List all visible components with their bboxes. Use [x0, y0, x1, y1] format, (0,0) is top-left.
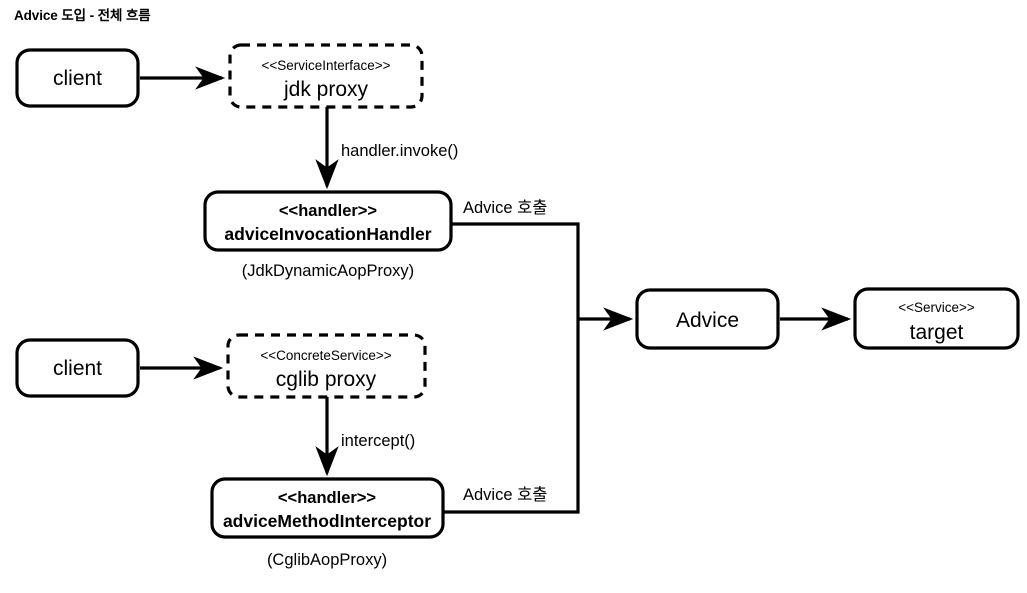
node-advice-method-interceptor[interactable]: <<handler>> adviceMethodInterceptor (Cgl… — [210, 477, 445, 569]
intercept-label: intercept() — [341, 432, 415, 450]
client-bottom-box[interactable] — [15, 338, 140, 398]
cglib-proxy-stereotype: <<ConcreteService>> — [260, 348, 391, 363]
advice-invocation-handler-box[interactable] — [203, 190, 453, 252]
advice-call-top-path — [451, 222, 580, 319]
client-top-box[interactable] — [15, 48, 140, 108]
node-target[interactable]: <<Service>> target — [853, 287, 1020, 350]
advice-method-interceptor-caption: (CglibAopProxy) — [267, 551, 387, 569]
advice-method-interceptor-box[interactable] — [210, 477, 445, 539]
advice-label: Advice — [676, 309, 739, 332]
advice-call-bottom-label: Advice 호출 — [463, 485, 547, 504]
jdk-proxy-label: jdk proxy — [283, 78, 369, 101]
jdk-proxy-stereotype: <<ServiceInterface>> — [261, 58, 390, 73]
cglib-proxy-label: cglib proxy — [276, 368, 377, 391]
client-top-label: client — [53, 67, 102, 90]
advice-method-interceptor-stereotype: <<handler>> — [278, 489, 376, 507]
target-box[interactable] — [853, 287, 1020, 350]
edge-handler-to-advice-top: Advice 호출 — [451, 198, 580, 319]
node-client-bottom[interactable]: client — [15, 338, 140, 398]
node-client-top[interactable]: client — [15, 48, 140, 108]
page-title: Advice 도입 - 전체 흐름 — [14, 8, 151, 23]
advice-call-top-label: Advice 호출 — [463, 198, 547, 217]
jdk-proxy-box[interactable] — [228, 43, 424, 109]
advice-invocation-handler-label: adviceInvocationHandler — [224, 224, 431, 244]
advice-method-interceptor-label: adviceMethodInterceptor — [223, 511, 431, 531]
handler-invoke-label: handler.invoke() — [341, 142, 458, 160]
edge-cglib-proxy-to-interceptor: intercept() — [315, 397, 415, 477]
advice-invocation-handler-caption: (JdkDynamicAopProxy) — [242, 262, 414, 280]
advice-invocation-handler-stereotype: <<handler>> — [279, 202, 377, 220]
target-stereotype: <<Service>> — [898, 300, 975, 315]
advice-call-bottom-path — [443, 319, 580, 514]
node-cglib-proxy[interactable]: <<ConcreteService>> cglib proxy — [226, 333, 427, 399]
target-label: target — [910, 321, 964, 344]
node-advice[interactable]: Advice — [635, 288, 780, 350]
node-advice-invocation-handler[interactable]: <<handler>> adviceInvocationHandler (Jdk… — [203, 190, 453, 280]
node-jdk-proxy[interactable]: <<ServiceInterface>> jdk proxy — [228, 43, 424, 109]
advice-box[interactable] — [635, 288, 780, 350]
edge-jdk-proxy-to-handler: handler.invoke() — [315, 107, 458, 190]
edge-interceptor-to-advice-bottom: Advice 호출 — [443, 319, 580, 514]
client-bottom-label: client — [53, 357, 102, 380]
